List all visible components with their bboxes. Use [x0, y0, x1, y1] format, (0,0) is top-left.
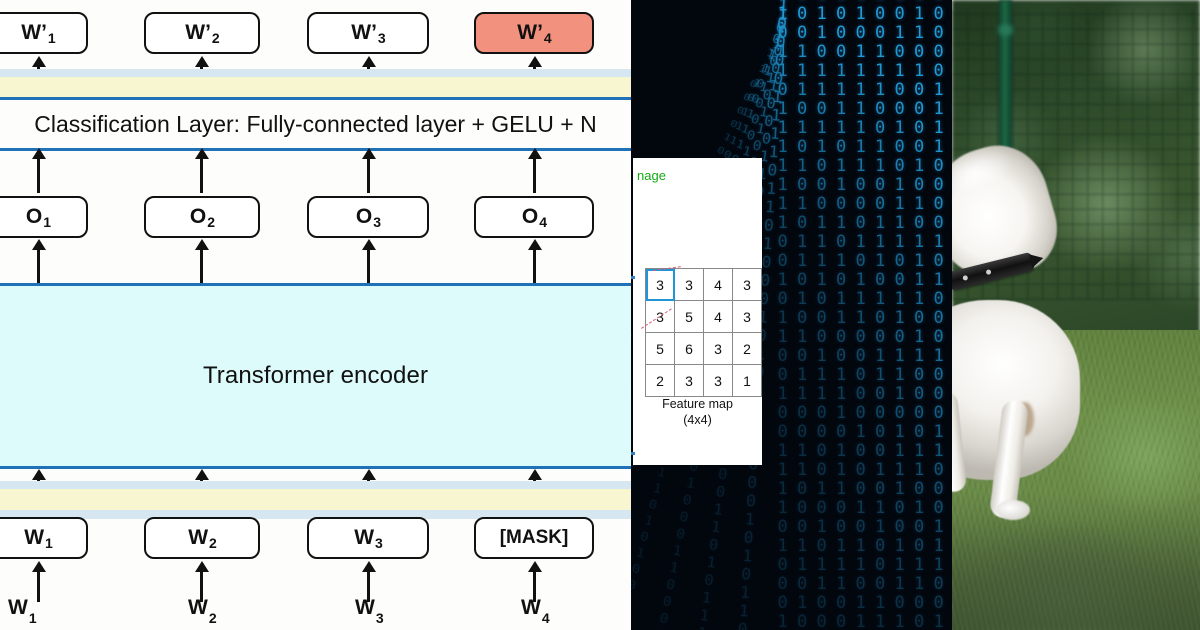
- arrow-up-enc-1: [31, 239, 46, 284]
- collar-stud-1: [962, 274, 969, 281]
- dog-photo-panel: [952, 0, 1200, 630]
- binary-column: 1 0 1 0 1 0 0 1 0 0 1 1 1 1 0 0 1 1 0 1 …: [894, 0, 905, 630]
- input-token-label-2: W2: [188, 526, 217, 551]
- arrow-up-enc-2: [194, 239, 209, 284]
- classification-layer-top-border: [0, 97, 631, 100]
- input-token-label-1: W1: [24, 526, 53, 551]
- bert-diagram-panel: W’1 W’2 W’3 W’4 Classification Layer: Fu…: [0, 12, 631, 627]
- classification-layer-bottom-border: [0, 148, 631, 151]
- feature-map-cell: 4: [703, 300, 733, 333]
- classification-layer-label: Classification Layer: Fully-connected la…: [34, 110, 597, 137]
- cnn-overlay-title: nage: [637, 168, 666, 183]
- hidden-state-box-1: O1: [0, 196, 88, 238]
- hidden-state-box-4: O4: [474, 196, 594, 238]
- feature-map-caption-line1: Feature map: [662, 397, 733, 411]
- transformer-encoder-block: Transformer encoder: [0, 283, 631, 469]
- overlay-tick-top: [631, 276, 635, 279]
- input-token-box-2: W2: [144, 517, 260, 559]
- feature-map-caption: Feature map (4x4): [633, 396, 762, 428]
- feature-map-cell: 3: [703, 332, 733, 365]
- input-token-box-1: W1: [0, 517, 88, 559]
- output-token-label-3: W’3: [351, 21, 386, 46]
- input-token-label-3: W3: [354, 526, 383, 551]
- arrow-up-word-2: [194, 561, 209, 602]
- output-token-label-2: W’2: [185, 21, 220, 46]
- band-top-blue: [0, 69, 631, 77]
- arrow-up-word-1: [31, 561, 46, 602]
- collar-stud-2: [985, 269, 992, 276]
- bottom-embedding-band: [0, 481, 631, 519]
- feature-map-cell: 2: [732, 332, 762, 365]
- binary-column: 1 1 1 0 1 1 0 1 1 0 0 0 1 1 1 1 0 0 0 1 …: [816, 0, 827, 630]
- input-token-label-4: [MASK]: [499, 527, 569, 548]
- feature-map-cell: 5: [674, 300, 704, 333]
- hidden-state-box-2: O2: [144, 196, 260, 238]
- feature-map-cell: 3: [674, 268, 704, 301]
- input-word-3: W3: [355, 596, 384, 627]
- binary-column: 1 0 0 0 1 1 1 1 0 1 1 0 1 0 1 0 1 1 0 0 …: [836, 0, 847, 630]
- feature-map-caption-line2: (4x4): [683, 413, 712, 427]
- hidden-state-label-3: O3: [355, 205, 382, 230]
- binary-column: 1 0 0 1 1 1 0 0 1 1 0 0 1 1 1 0 1 0 0 1 …: [875, 0, 886, 630]
- feature-map-cell: 3: [703, 364, 733, 397]
- hidden-state-label-2: O2: [189, 205, 216, 230]
- transformer-encoder-label: Transformer encoder: [202, 362, 429, 389]
- output-token-label-4: W’4: [517, 21, 552, 46]
- binary-column: 0 0 0 1 1 1 0 1 0 1 0 1 0 1 1 0 1 0 1 0 …: [797, 0, 808, 630]
- classification-layer: Classification Layer: Fully-connected la…: [0, 100, 631, 148]
- output-token-box-2: W’2: [144, 12, 260, 54]
- band2-middle-yellow: [0, 489, 631, 510]
- output-token-box-3: W’3: [307, 12, 429, 54]
- feature-map-cell: 3: [732, 268, 762, 301]
- feature-map-cell: 5: [645, 332, 675, 365]
- feature-map-cell: 2: [645, 364, 675, 397]
- arrow-up-enc-3: [361, 239, 376, 284]
- arrow-up-word-3: [361, 561, 376, 602]
- output-token-box-1: W’1: [0, 12, 88, 54]
- binary-code-panel: 0 0 0 0 1 0 0 1 0 0 1 1 1 0 1 1 1 1 0 1 …: [631, 0, 952, 630]
- input-word-1: W1: [8, 596, 37, 627]
- output-token-box-4-highlighted: W’4: [474, 12, 594, 54]
- band2-bottom-blue: [0, 510, 631, 519]
- dog-paw: [996, 500, 1030, 520]
- binary-column: 0 0 0 0 0 1 1 1 1 0 0 0 0 1 0 1 0 0 0 1 …: [933, 0, 944, 630]
- hidden-state-box-3: O3: [307, 196, 429, 238]
- input-word-4: W4: [521, 596, 550, 627]
- arrow-up-o-4: [527, 148, 542, 193]
- grass-foreground-blur: [952, 520, 1200, 630]
- feature-map-cell: 3: [645, 268, 675, 301]
- band-middle-yellow: [0, 77, 631, 98]
- binary-column: 1 1 0 1 1 0 1 1 1 1 1 1 1 0 0 1 0 1 1 0 …: [777, 0, 788, 630]
- arrow-up-o-1: [31, 148, 46, 193]
- output-token-label-1: W’1: [21, 21, 56, 46]
- feature-map-cell: 1: [732, 364, 762, 397]
- feature-map-cell: 3: [732, 300, 762, 333]
- hidden-state-label-4: O4: [521, 205, 548, 230]
- arrow-up-enc-4: [527, 239, 542, 284]
- binary-column: 1 1 1 0 1 0 0 0 0 1 0 1 0 1 1 1 1 0 1 1 …: [914, 0, 925, 630]
- arrow-up-word-4: [527, 561, 542, 602]
- arrow-up-o-2: [194, 148, 209, 193]
- feature-map-cell: 6: [674, 332, 704, 365]
- overlay-tick-bottom: [631, 452, 635, 455]
- input-word-2: W2: [188, 596, 217, 627]
- band2-top-blue: [0, 481, 631, 489]
- input-token-box-3: W3: [307, 517, 429, 559]
- hidden-state-label-1: O1: [25, 205, 52, 230]
- input-token-box-4-mask: [MASK]: [474, 517, 594, 559]
- arrow-up-o-3: [361, 148, 376, 193]
- feature-map-cell: 3: [674, 364, 704, 397]
- feature-map-cell: 4: [703, 268, 733, 301]
- binary-column: 1 1 0 1 1 1 1 1 1 1 0 0 0 1 0 1 1 1 0 0 …: [855, 0, 866, 630]
